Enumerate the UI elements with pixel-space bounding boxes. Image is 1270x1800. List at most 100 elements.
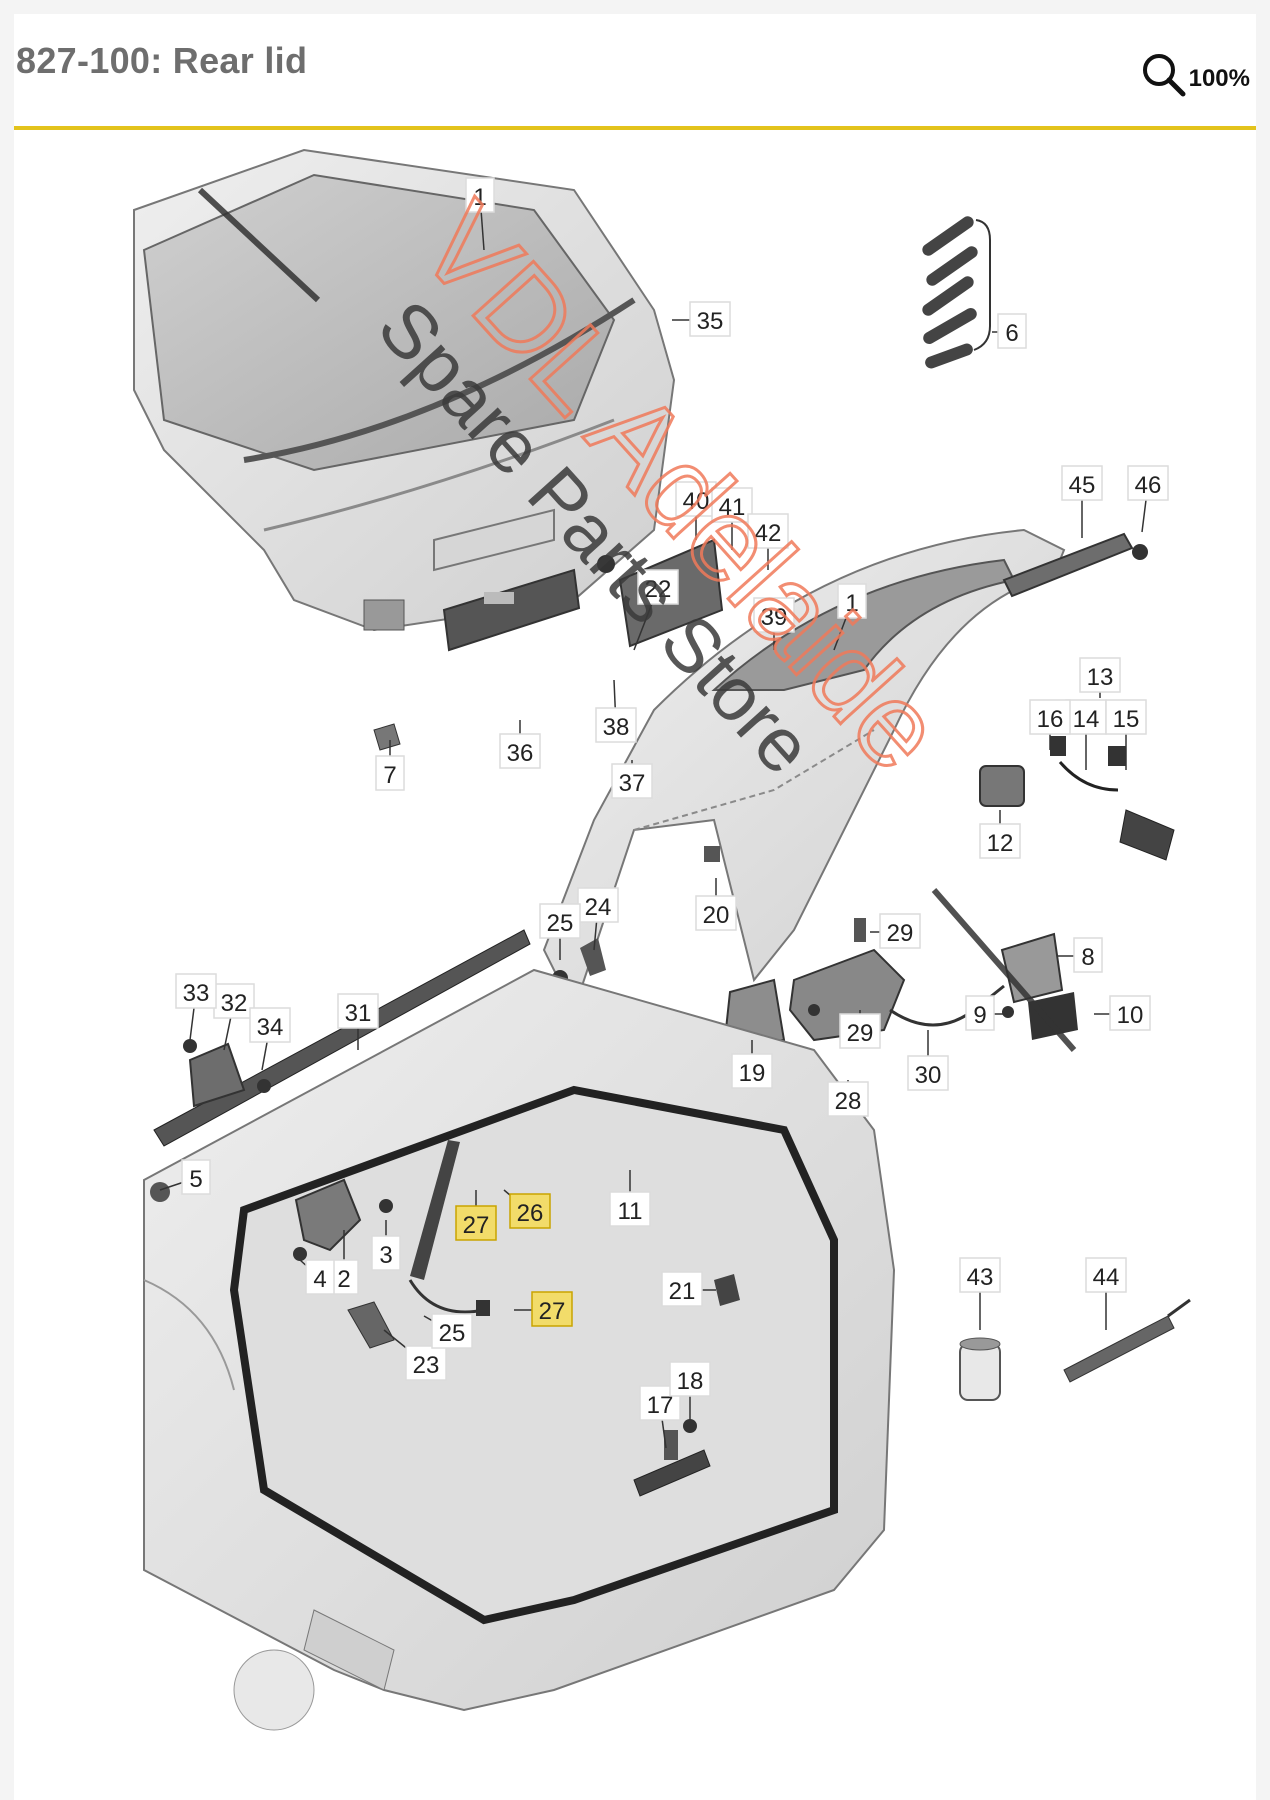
callout-label-37[interactable]: 37: [619, 770, 646, 797]
callout-label-33[interactable]: 33: [183, 980, 210, 1007]
callout-box[interactable]: [669, 1361, 711, 1397]
callout-box[interactable]: [181, 1159, 211, 1195]
callout-box[interactable]: [675, 481, 717, 517]
callout-box[interactable]: [431, 1313, 473, 1349]
watermark-bar-top: [197, 187, 321, 303]
callout-box[interactable]: [747, 513, 789, 549]
callout-box[interactable]: [837, 583, 867, 619]
callout-label-25b[interactable]: 25: [439, 1320, 466, 1347]
callout-box[interactable]: [371, 1235, 401, 1271]
callout-label-12[interactable]: 12: [987, 830, 1014, 857]
callout-label-30[interactable]: 30: [915, 1062, 942, 1089]
callout-box[interactable]: [979, 823, 1021, 859]
callout-box[interactable]: [695, 895, 737, 931]
callout-box[interactable]: [405, 1345, 447, 1381]
callout-label-10[interactable]: 10: [1117, 1002, 1144, 1029]
callout-box[interactable]: [375, 755, 405, 791]
callout-label-35[interactable]: 35: [697, 308, 724, 335]
callout-box[interactable]: [711, 487, 753, 523]
callout-label-7[interactable]: 7: [383, 762, 396, 789]
callout-label-26[interactable]: 26: [517, 1200, 544, 1227]
callout-label-21[interactable]: 21: [669, 1278, 696, 1305]
callout-label-6[interactable]: 6: [1005, 320, 1018, 347]
callout-label-9[interactable]: 9: [973, 1002, 986, 1029]
callout-label-1[interactable]: 1: [473, 184, 486, 211]
callout-label-20[interactable]: 20: [703, 902, 730, 929]
callout-box[interactable]: [499, 733, 541, 769]
callout-box[interactable]: [611, 763, 653, 799]
callout-box[interactable]: [509, 1193, 551, 1229]
callout-label-5[interactable]: 5: [189, 1166, 202, 1193]
callout-label-13[interactable]: 13: [1087, 664, 1114, 691]
callout-box[interactable]: [731, 1053, 773, 1089]
callout-label-19[interactable]: 19: [739, 1060, 766, 1087]
callout-label-14[interactable]: 14: [1073, 706, 1100, 733]
callout-label-23[interactable]: 23: [413, 1352, 440, 1379]
callout-label-29[interactable]: 29: [887, 920, 914, 947]
callout-label-8[interactable]: 8: [1081, 944, 1094, 971]
callout-label-45[interactable]: 45: [1069, 472, 1096, 499]
callout-label-31[interactable]: 31: [345, 1000, 372, 1027]
callout-box[interactable]: [213, 983, 255, 1019]
callout-label-15[interactable]: 15: [1113, 706, 1140, 733]
callout-box[interactable]: [839, 1013, 881, 1049]
callout-label-2[interactable]: 2: [337, 1266, 350, 1293]
callout-box[interactable]: [249, 1007, 291, 1043]
callout-label-34[interactable]: 34: [257, 1014, 284, 1041]
callout-box[interactable]: [827, 1081, 869, 1117]
callout-box[interactable]: [689, 301, 731, 337]
zoom-control[interactable]: 100%: [1139, 50, 1250, 98]
callout-box[interactable]: [595, 707, 637, 743]
callout-box[interactable]: [1073, 937, 1103, 973]
callout-box[interactable]: [531, 1291, 573, 1327]
callout-label-28[interactable]: 28: [835, 1088, 862, 1115]
callout-label-36[interactable]: 36: [507, 740, 534, 767]
callout-box[interactable]: [1029, 699, 1071, 735]
callout-box[interactable]: [879, 913, 921, 949]
callout-label-46[interactable]: 46: [1135, 472, 1162, 499]
callout-box[interactable]: [465, 177, 495, 213]
callout-box[interactable]: [337, 993, 379, 1029]
callout-box[interactable]: [1085, 1257, 1127, 1293]
callout-label-16[interactable]: 16: [1037, 706, 1064, 733]
callout-box[interactable]: [753, 597, 795, 633]
exploded-diagram[interactable]: 1123456789101112131415161718192021222324…: [14, 130, 1256, 1800]
callout-box[interactable]: [997, 313, 1027, 349]
callout-label-11[interactable]: 11: [618, 1198, 643, 1225]
callout-box[interactable]: [1105, 699, 1147, 735]
callout-label-24[interactable]: 24: [585, 894, 612, 921]
callout-label-17[interactable]: 17: [647, 1392, 674, 1419]
callout-box[interactable]: [539, 903, 581, 939]
callout-label-4[interactable]: 4: [313, 1266, 326, 1293]
callout-label-32[interactable]: 32: [221, 990, 248, 1017]
callout-box[interactable]: [455, 1205, 497, 1241]
callout-box[interactable]: [661, 1271, 703, 1307]
callout-box[interactable]: [907, 1055, 949, 1091]
callout-label-27b[interactable]: 27: [539, 1298, 566, 1325]
callout-label-44[interactable]: 44: [1093, 1264, 1120, 1291]
callout-label-1b[interactable]: 1: [845, 590, 858, 617]
callout-label-41[interactable]: 41: [719, 494, 746, 521]
callout-box[interactable]: [1079, 657, 1121, 693]
callout-label-38[interactable]: 38: [603, 714, 630, 741]
callout-box[interactable]: [965, 995, 995, 1031]
callout-label-22[interactable]: 22: [645, 576, 672, 603]
callout-label-18[interactable]: 18: [677, 1368, 704, 1395]
callout-label-40[interactable]: 40: [683, 488, 710, 515]
callout-label-25[interactable]: 25: [547, 910, 574, 937]
callout-label-27[interactable]: 27: [463, 1212, 490, 1239]
callout-box[interactable]: [959, 1257, 1001, 1293]
callout-box[interactable]: [609, 1191, 651, 1227]
callout-box[interactable]: [1061, 465, 1103, 501]
callout-box[interactable]: [637, 569, 679, 605]
callout-label-3[interactable]: 3: [379, 1242, 392, 1269]
callout-label-29b[interactable]: 29: [847, 1020, 874, 1047]
callout-box[interactable]: [1109, 995, 1151, 1031]
callout-box[interactable]: [1127, 465, 1169, 501]
callout-label-39[interactable]: 39: [761, 604, 788, 631]
callout-box[interactable]: [175, 973, 217, 1009]
callout-box[interactable]: [305, 1259, 335, 1295]
lock-8: [1000, 932, 1078, 1040]
callout-label-43[interactable]: 43: [967, 1264, 994, 1291]
callout-label-42[interactable]: 42: [755, 520, 782, 547]
